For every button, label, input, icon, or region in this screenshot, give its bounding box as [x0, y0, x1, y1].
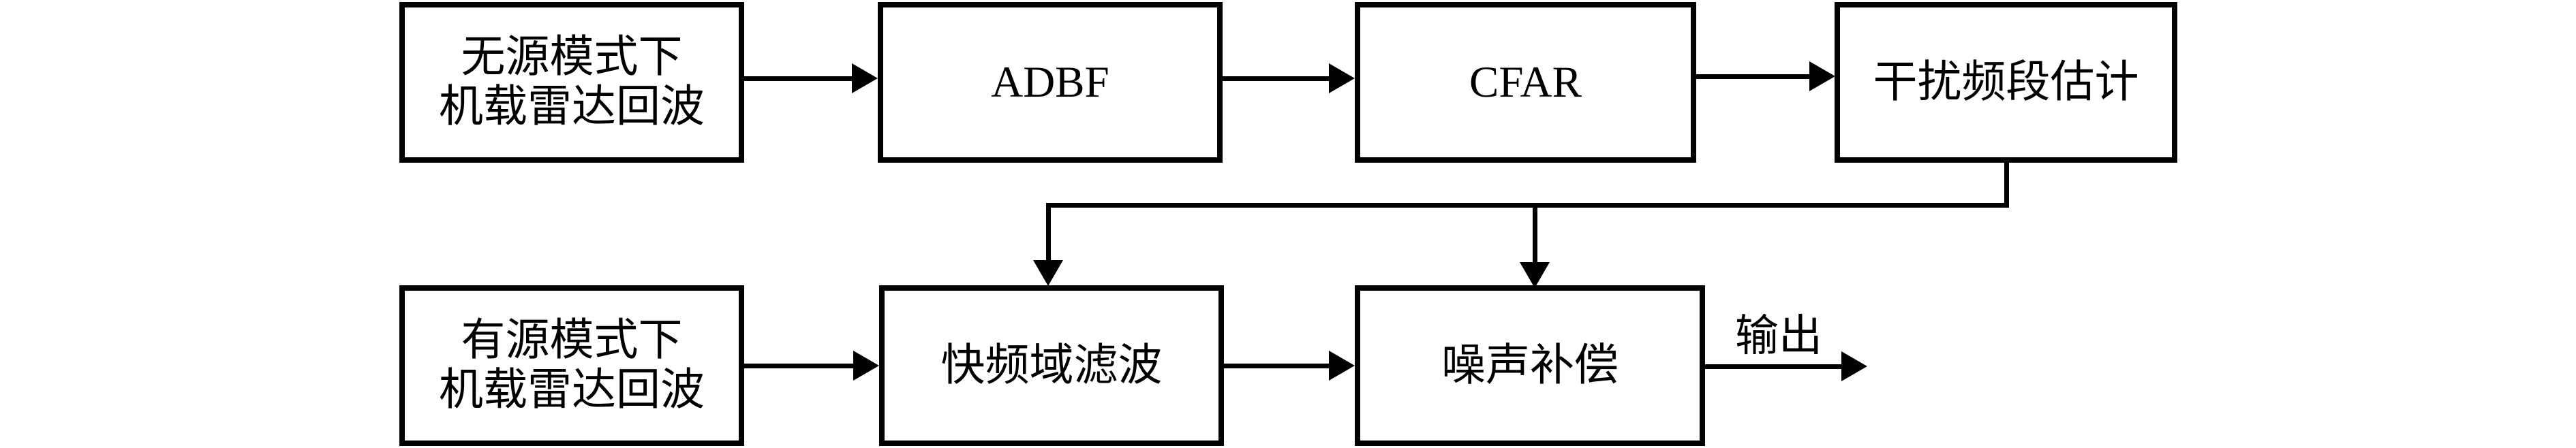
- box-noise-compensation-label: 噪声补偿: [1441, 340, 1619, 390]
- arrow-cfar-to-estimation-line: [1696, 74, 1811, 79]
- box-interference-band-estimation-label: 干扰频段估计: [1873, 57, 2139, 107]
- box-active-radar-echo-line1: 有源模式下: [461, 316, 683, 366]
- connector-horizontal-line: [1046, 203, 2009, 208]
- box-adbf: ADBF: [878, 2, 1223, 163]
- output-arrow-head-icon: [1841, 351, 1867, 381]
- box-active-radar-echo: 有源模式下 机载雷达回波: [399, 285, 744, 446]
- box-active-radar-echo-line2: 机载雷达回波: [438, 366, 705, 415]
- connector-estimation-drop-line: [2004, 163, 2009, 208]
- box-fast-frequency-filter-label: 快频域滤波: [940, 340, 1163, 390]
- arrow-passive-to-adbf-head-icon: [852, 63, 878, 93]
- arrow-filter-to-noise-head-icon: [1329, 351, 1355, 381]
- box-passive-radar-echo-line1: 无源模式下: [461, 33, 683, 82]
- box-passive-radar-echo: 无源模式下 机载雷达回波: [399, 2, 744, 163]
- box-interference-band-estimation: 干扰频段估计: [1835, 2, 2177, 163]
- arrow-active-to-filter-head-icon: [853, 351, 879, 381]
- output-label: 输出: [1735, 312, 1822, 360]
- connector-drop-to-filter-head-icon: [1033, 260, 1063, 286]
- box-passive-radar-echo-line2: 机载雷达回波: [438, 82, 705, 131]
- connector-drop-to-noise-head-icon: [1520, 262, 1550, 288]
- connector-drop-to-filter-line: [1046, 203, 1051, 263]
- arrow-active-to-filter-line: [744, 364, 855, 368]
- box-cfar: CFAR: [1355, 2, 1696, 163]
- arrow-passive-to-adbf-line: [744, 76, 853, 81]
- box-cfar-label: CFAR: [1469, 57, 1582, 107]
- arrow-adbf-to-cfar-line: [1223, 76, 1330, 81]
- box-fast-frequency-filter: 快频域滤波: [879, 285, 1224, 446]
- arrow-filter-to-noise-line: [1224, 364, 1330, 368]
- connector-drop-to-noise-line: [1533, 203, 1537, 264]
- box-noise-compensation: 噪声补偿: [1355, 285, 1705, 446]
- arrow-adbf-to-cfar-head-icon: [1329, 63, 1355, 93]
- box-adbf-label: ADBF: [991, 57, 1109, 107]
- arrow-cfar-to-estimation-head-icon: [1809, 61, 1835, 91]
- output-arrow-line: [1705, 364, 1843, 369]
